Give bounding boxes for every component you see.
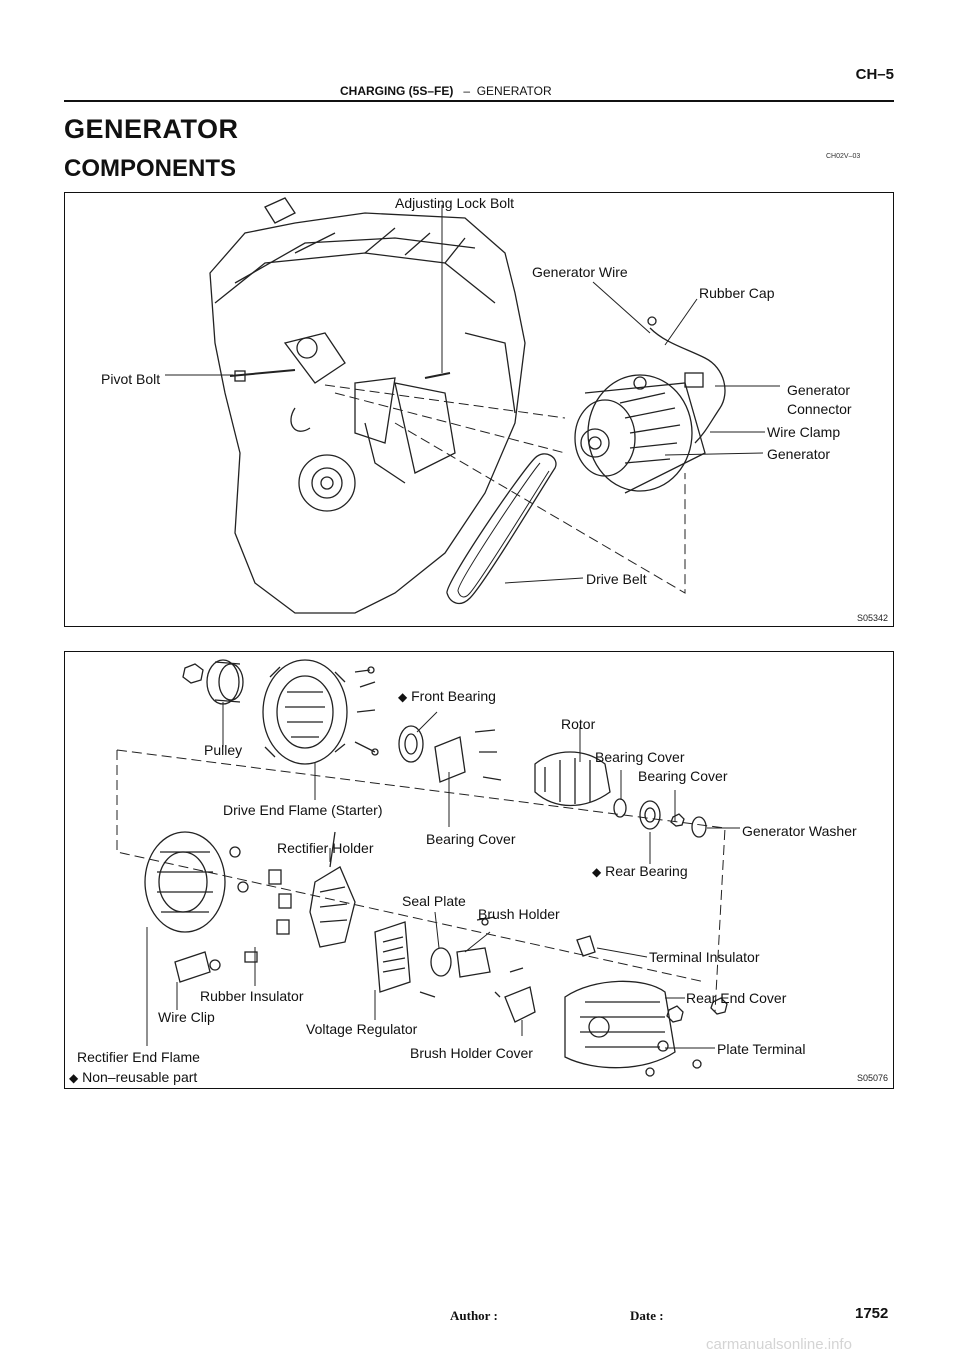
- header-separator: –: [463, 84, 471, 98]
- date-label: Date :: [630, 1308, 664, 1323]
- figure-installation: Adjusting Lock Bolt Generator Wire Rubbe…: [64, 192, 894, 627]
- diamond-icon: ◆: [398, 690, 408, 704]
- header-rule: [64, 100, 894, 102]
- label-drive-end-flame: Drive End Flame (Starter): [223, 802, 383, 818]
- label-rear-end-cover: Rear End Cover: [686, 990, 787, 1006]
- section-subtitle: COMPONENTS: [64, 155, 237, 182]
- running-header: CHARGING (5S–FE) – GENERATOR: [340, 84, 552, 98]
- figure-code: S05342: [857, 613, 889, 623]
- label-generator-connector-2: Connector: [787, 401, 852, 417]
- header-section: CHARGING (5S–FE): [340, 84, 454, 98]
- engine-illustration: [165, 197, 780, 614]
- label-brush-holder: Brush Holder: [478, 906, 560, 922]
- label-rubber-insulator: Rubber Insulator: [200, 988, 304, 1004]
- legend-non-reusable: ◆ Non–reusable part: [69, 1069, 198, 1085]
- label-drive-belt: Drive Belt: [586, 571, 647, 587]
- page-code: CH–5: [855, 66, 894, 83]
- label-rectifier-holder: Rectifier Holder: [277, 840, 374, 856]
- page-title: GENERATOR: [64, 114, 239, 144]
- label-bearing-cover-c: Bearing Cover: [426, 831, 516, 847]
- label-generator-connector-1: Generator: [787, 382, 851, 398]
- page-number: 1752: [855, 1305, 889, 1322]
- figure-code: S05076: [857, 1073, 889, 1083]
- label-brush-holder-cover: Brush Holder Cover: [410, 1045, 533, 1061]
- figure-exploded-view: ◆ Front Bearing Rotor Pulley Bearing Cov…: [64, 651, 894, 1089]
- label-generator: Generator: [767, 446, 831, 462]
- label-bearing-cover-b: Bearing Cover: [638, 768, 728, 784]
- label-front-bearing: ◆ Front Bearing: [398, 688, 496, 704]
- label-wire-clamp: Wire Clamp: [767, 424, 841, 440]
- label-plate-terminal: Plate Terminal: [717, 1041, 806, 1057]
- label-rubber-cap: Rubber Cap: [699, 285, 775, 301]
- label-generator-wire: Generator Wire: [532, 264, 628, 280]
- author-label: Author :: [450, 1308, 498, 1323]
- label-terminal-insulator: Terminal Insulator: [649, 949, 760, 965]
- label-pulley: Pulley: [204, 742, 243, 758]
- label-rotor: Rotor: [561, 716, 596, 732]
- label-pivot-bolt: Pivot Bolt: [101, 371, 161, 387]
- header-topic: GENERATOR: [476, 84, 552, 98]
- diamond-icon: ◆: [592, 865, 602, 879]
- label-generator-washer: Generator Washer: [742, 823, 857, 839]
- label-bearing-cover-a: Bearing Cover: [595, 749, 685, 765]
- label-seal-plate: Seal Plate: [402, 893, 466, 909]
- watermark: carmanualsonline.info: [706, 1336, 852, 1353]
- label-rectifier-end-flame: Rectifier End Flame: [77, 1049, 200, 1065]
- label-adjusting-lock-bolt: Adjusting Lock Bolt: [395, 195, 515, 211]
- label-rear-bearing: ◆ Rear Bearing: [592, 863, 688, 879]
- exploded-illustration: [116, 659, 740, 1077]
- label-wire-clip: Wire Clip: [158, 1009, 215, 1025]
- label-voltage-regulator: Voltage Regulator: [306, 1021, 418, 1037]
- doc-id: CH02V–03: [826, 153, 861, 160]
- diamond-icon: ◆: [69, 1071, 79, 1085]
